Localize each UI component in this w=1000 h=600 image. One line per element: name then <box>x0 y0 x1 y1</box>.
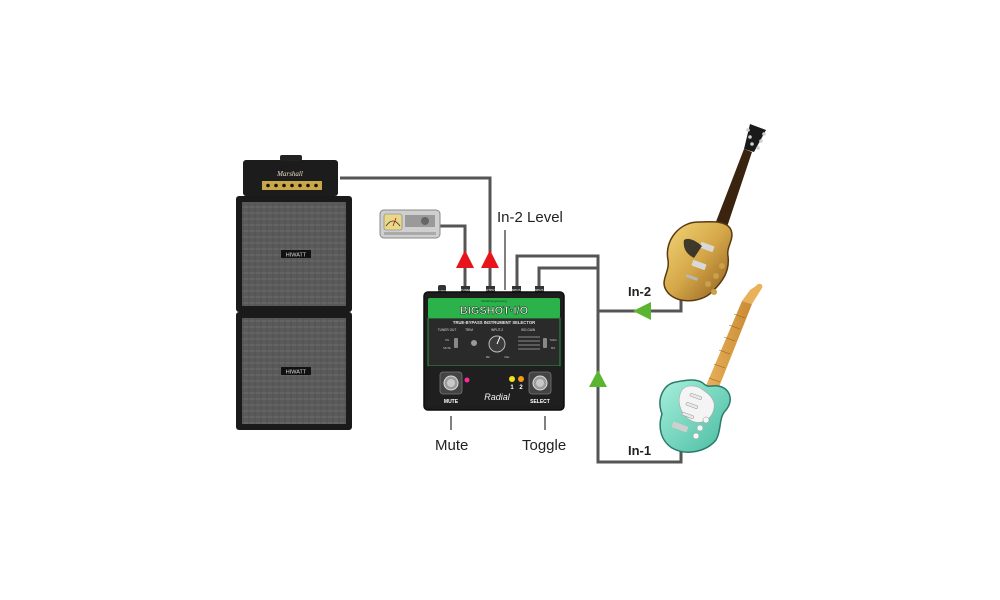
label-in1: In-1 <box>628 443 651 458</box>
iso-gain-markings <box>518 336 540 350</box>
switch-iso-label: ISO <box>551 346 555 350</box>
guitar-les-paul <box>663 124 766 302</box>
jack-label-tuner: TUNER <box>461 288 472 292</box>
cable-tuner <box>440 224 467 290</box>
amp-head-logo: Marshall <box>276 170 303 178</box>
pedal-title: BIGSHOT·I/O <box>460 305 529 317</box>
led-1-label: 1 <box>510 385 514 391</box>
section-trim: TRIM <box>465 328 473 332</box>
switch-thru-label: THRU <box>549 338 556 342</box>
arrow-output-up <box>481 250 499 268</box>
input2-jack <box>512 286 521 293</box>
tuner-jack <box>461 286 470 293</box>
arrow-in2-left <box>633 302 651 320</box>
input1-jack <box>535 286 544 293</box>
knob-max-label: Max <box>505 355 511 359</box>
select-footswitch[interactable] <box>528 371 552 395</box>
jack-label-input2: INPUT-2 <box>511 288 523 292</box>
section-input2: INPUT-2 <box>491 328 503 332</box>
label-in2-level: In-2 Level <box>497 209 563 226</box>
arrow-in1-up <box>589 370 607 387</box>
section-iso-gain: ISO-GAIN <box>521 328 536 332</box>
tuner <box>379 209 441 239</box>
knob-min-label: Min <box>486 355 491 359</box>
cab-bottom-logo: HIWATT <box>286 370 307 376</box>
footswitch-select-label: SELECT <box>530 399 550 405</box>
label-toggle: Toggle <box>522 437 566 454</box>
channel1-led <box>509 376 515 382</box>
led-2-label: 2 <box>519 385 523 391</box>
tuner-mute-switch[interactable] <box>454 338 458 348</box>
pedal-subtitle: TRUE-BYPASS INSTRUMENT SELECTOR <box>453 320 535 325</box>
amp-head: Marshall <box>243 155 338 196</box>
pedal-jacks <box>438 285 544 293</box>
switch-mute-label: MUTE <box>443 346 451 350</box>
cab-top-logo: HIWATT <box>286 253 307 259</box>
pedal-title-band <box>428 298 560 318</box>
output-jack <box>486 286 495 293</box>
section-tuner-out: TUNER OUT <box>438 328 457 332</box>
iso-gain-switch[interactable] <box>543 338 547 348</box>
label-mute: Mute <box>435 437 468 454</box>
amp-stack: Marshall HIWATT HIWATT <box>236 155 352 430</box>
bigshot-pedal: DC 9VDC TUNER OUTPUT INPUT-2 INPUT-1 Rad… <box>423 285 565 411</box>
arrow-tuner-up <box>456 250 474 268</box>
jack-label-output: OUTPUT <box>484 288 497 292</box>
jack-label-dc: DC 9VDC <box>435 289 449 293</box>
channel2-led <box>518 376 524 382</box>
jack-label-input1: INPUT-1 <box>534 288 546 292</box>
cable-input1 <box>537 266 683 464</box>
pedal-tag: Radial Engineering <box>481 299 507 303</box>
trim-knob[interactable] <box>471 340 477 346</box>
switch-on-label: ON <box>445 338 449 342</box>
footswitch-mute-label: MUTE <box>444 399 459 405</box>
label-in2: In-2 <box>628 284 651 299</box>
mute-footswitch[interactable] <box>439 371 463 395</box>
speaker-cabinet-top: HIWATT <box>236 196 352 312</box>
mute-led <box>464 377 470 383</box>
pedal-brand-logo: Radial <box>484 392 511 402</box>
guitar-stratocaster <box>659 283 763 453</box>
dc-jack <box>438 285 446 293</box>
speaker-cabinet-bottom: HIWATT <box>236 312 352 430</box>
